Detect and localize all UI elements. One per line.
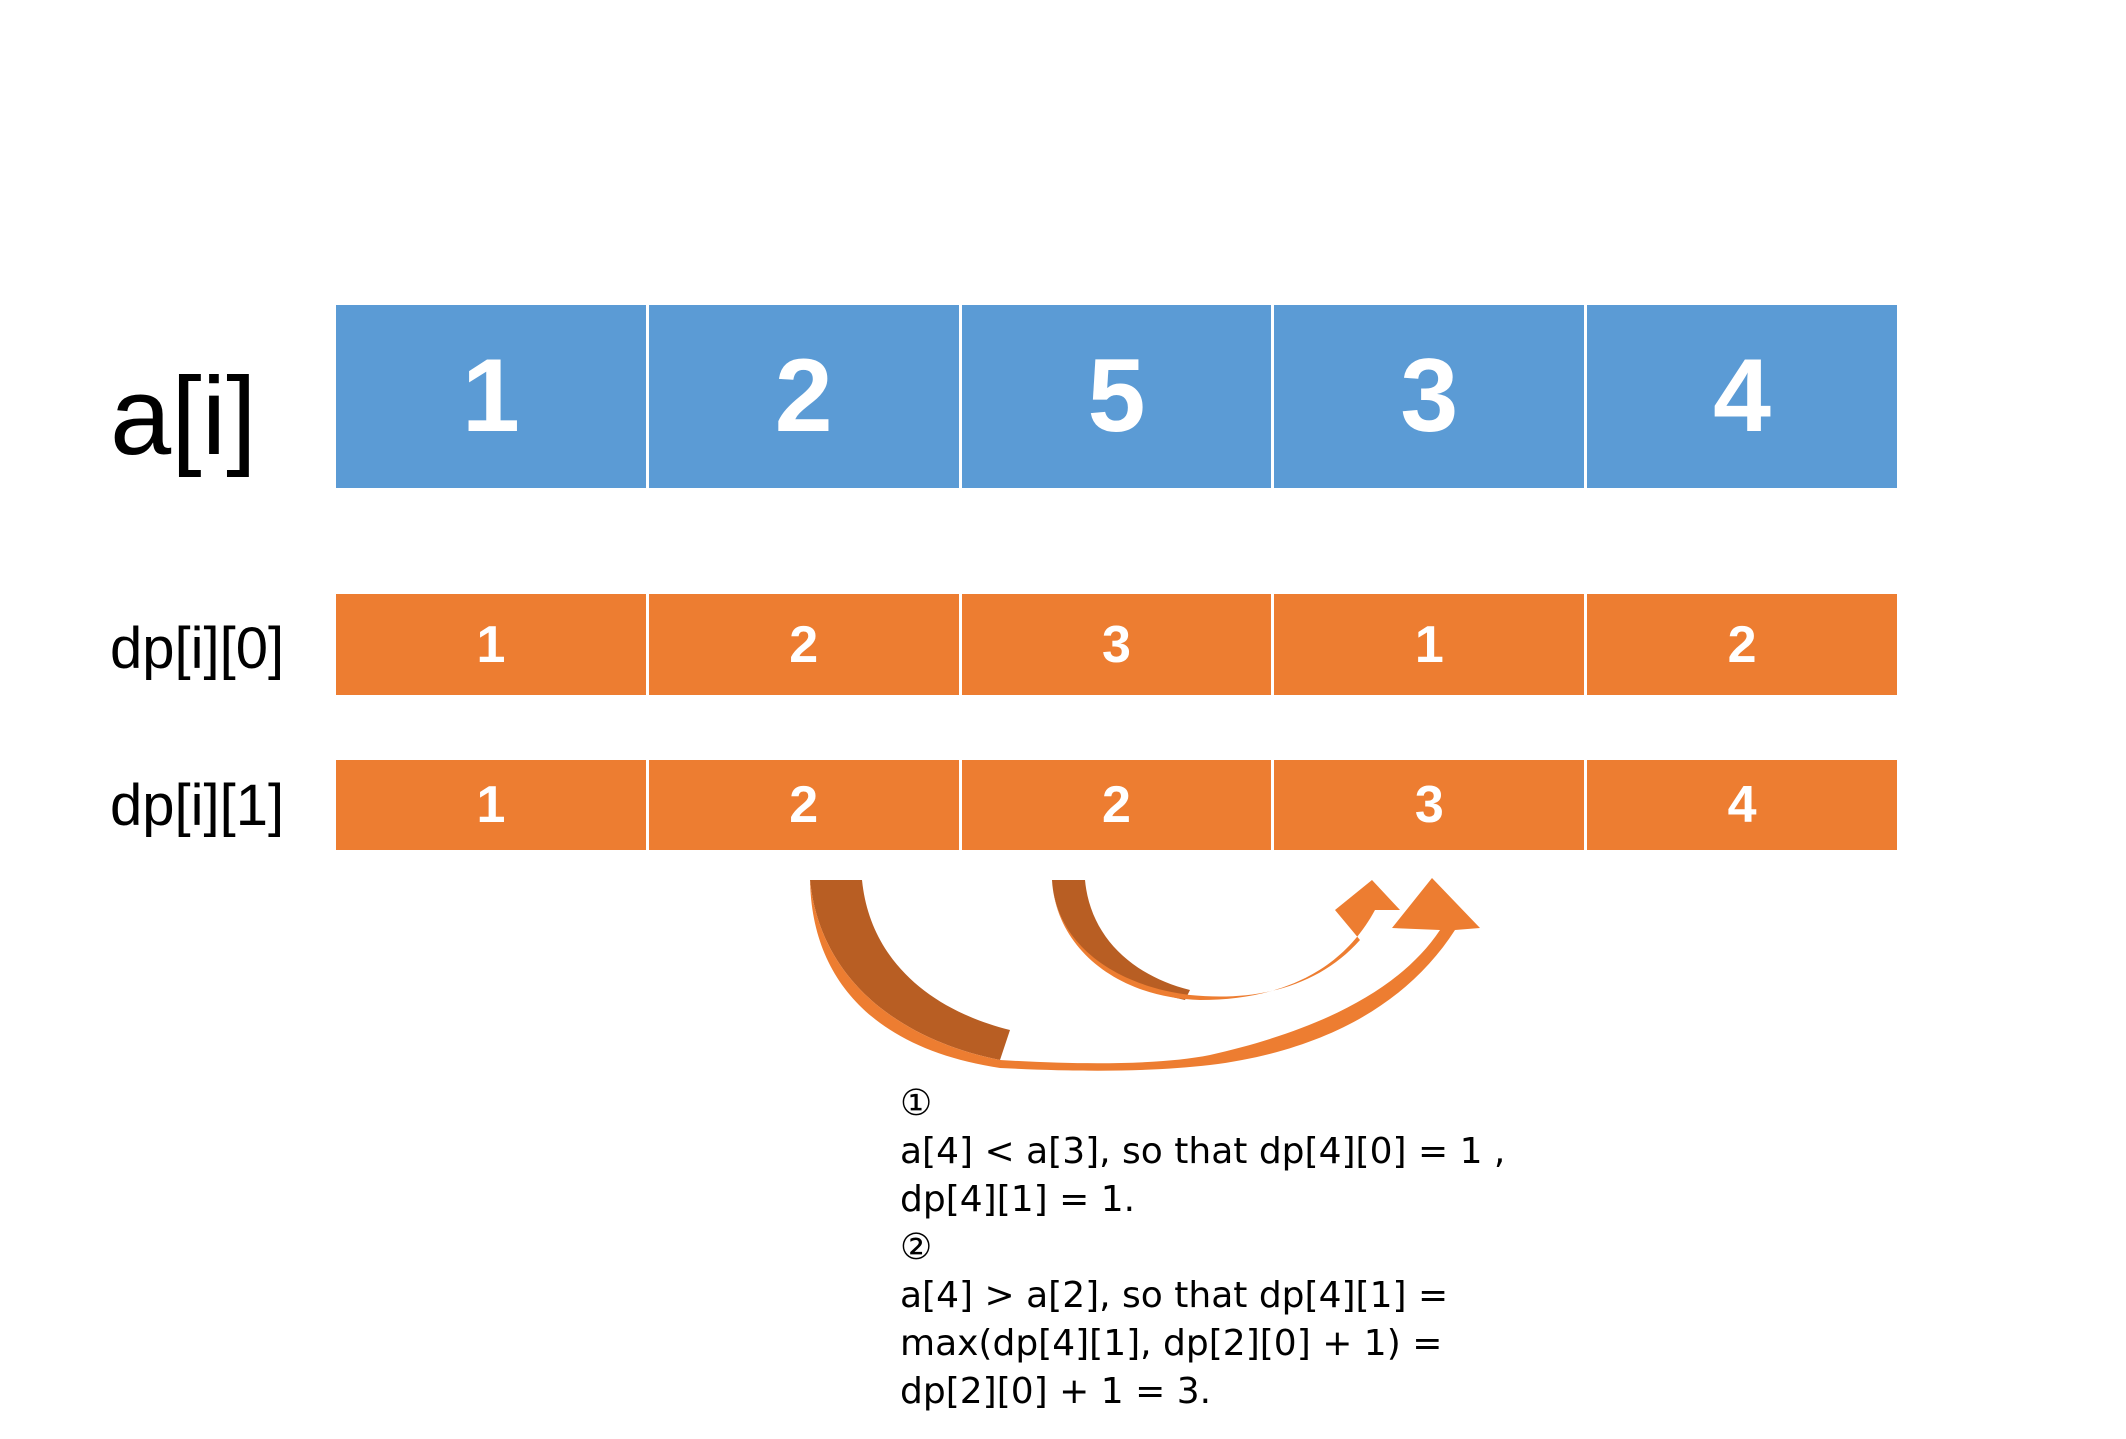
dp1-cell-2: 2 bbox=[961, 760, 1275, 850]
small-arrow-body bbox=[1052, 880, 1400, 1000]
dp0-cell-1: 2 bbox=[648, 594, 962, 695]
dp1-cell-1: 2 bbox=[648, 760, 962, 850]
dp1-cell-0: 1 bbox=[336, 760, 649, 850]
dp0-row: 1 2 3 1 2 bbox=[336, 594, 1897, 695]
explanation-text: ① a[4] < a[3], so that dp[4][0] = 1 , dp… bbox=[900, 1080, 1505, 1416]
dp0-cell-0: 1 bbox=[336, 594, 649, 695]
a-cell-3: 3 bbox=[1274, 305, 1588, 488]
step2-line3: dp[2][0] + 1 = 3. bbox=[900, 1371, 1212, 1412]
dp0-cell-3: 1 bbox=[1274, 594, 1588, 695]
dp1-cell-4: 4 bbox=[1587, 760, 1897, 850]
step1-marker: ① bbox=[900, 1083, 933, 1124]
a-cell-2: 5 bbox=[961, 305, 1275, 488]
step2-line2: max(dp[4][1], dp[2][0] + 1) = bbox=[900, 1323, 1443, 1364]
small-curved-arrow bbox=[1052, 880, 1400, 1000]
dp1-cell-3: 3 bbox=[1274, 760, 1588, 850]
dp1-row: 1 2 2 3 4 bbox=[336, 760, 1897, 850]
step2-line1: a[4] > a[2], so that dp[4][1] = bbox=[900, 1275, 1449, 1316]
large-arrow-tail-shade bbox=[810, 880, 1010, 1060]
row-label-dp0: dp[i][0] bbox=[110, 616, 285, 681]
array-a-row: 1 2 5 3 4 bbox=[336, 305, 1897, 488]
large-curved-arrow bbox=[810, 878, 1480, 1071]
a-cell-4: 4 bbox=[1587, 305, 1897, 488]
step1-line1: a[4] < a[3], so that dp[4][0] = 1 , bbox=[900, 1131, 1506, 1172]
small-arrow-tail-shade bbox=[1052, 880, 1190, 1000]
step2-marker: ② bbox=[900, 1227, 933, 1268]
a-cell-1: 2 bbox=[648, 305, 962, 488]
dp0-cell-2: 3 bbox=[961, 594, 1275, 695]
dp0-cell-4: 2 bbox=[1587, 594, 1897, 695]
row-label-a: a[i] bbox=[110, 355, 257, 478]
step1-line2: dp[4][1] = 1. bbox=[900, 1179, 1136, 1220]
a-cell-0: 1 bbox=[336, 305, 649, 488]
row-label-dp1: dp[i][1] bbox=[110, 773, 285, 838]
